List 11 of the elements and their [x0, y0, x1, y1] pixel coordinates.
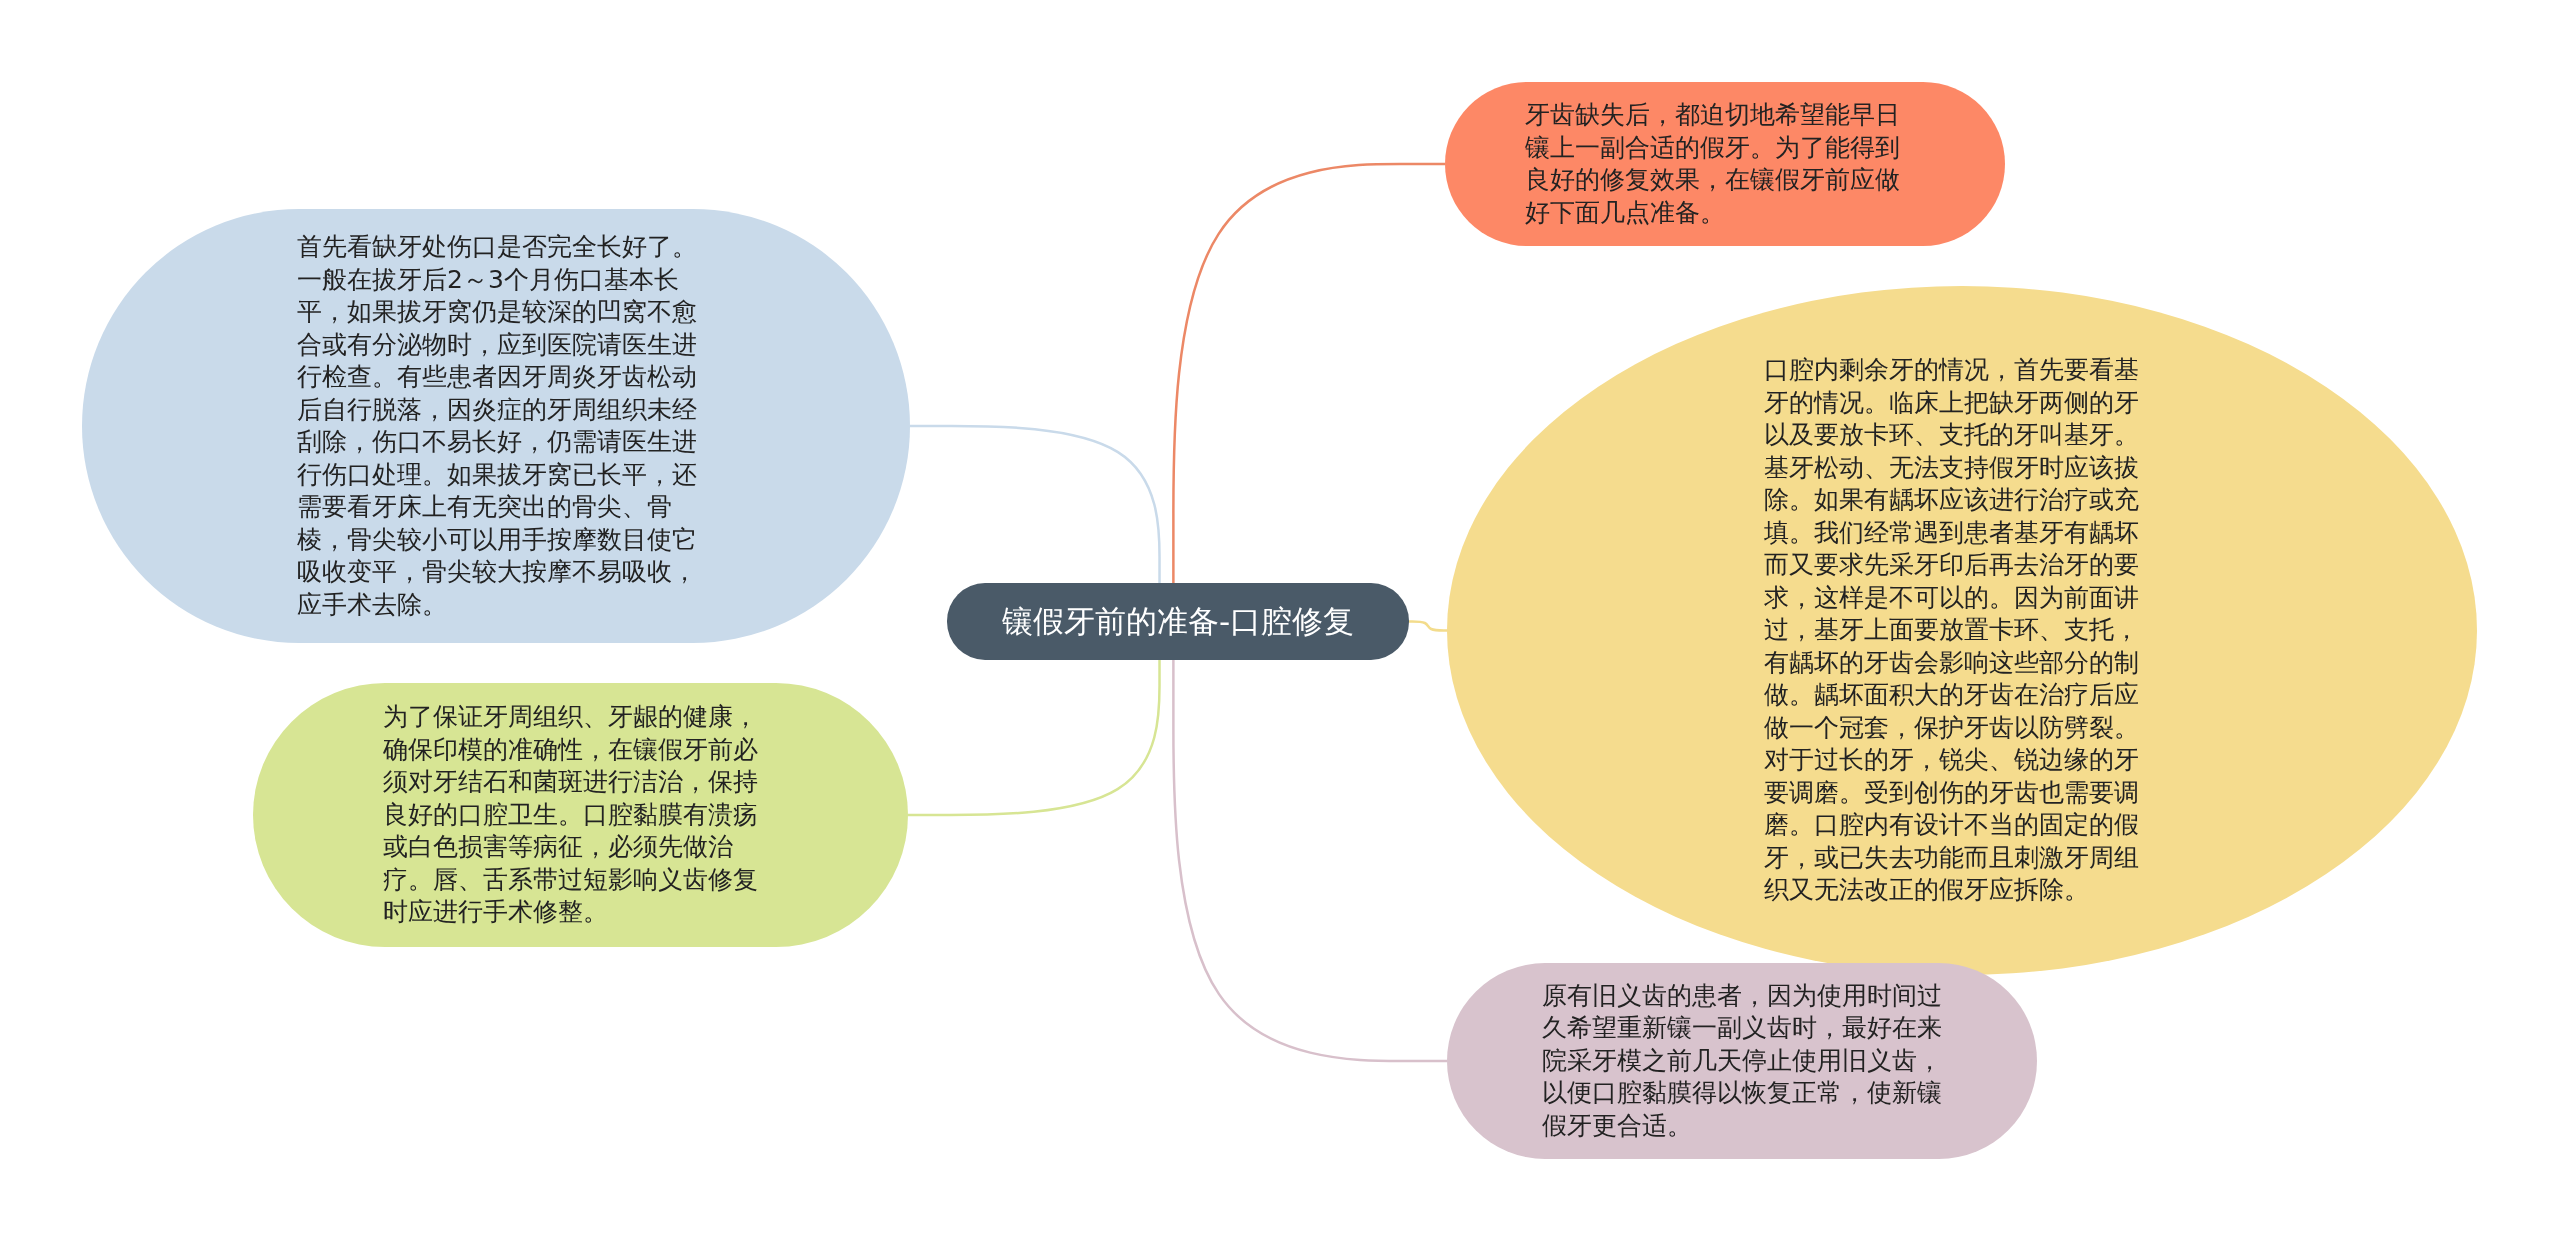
topic-text: 原有旧义齿的患者，因为使用时间过久希望重新镶一副义齿时，最好在来院采牙模之前几天停止使用旧义齿，以便口腔黏膜得以恢复正常，使新镶假牙更合适。 [1542, 979, 1942, 1142]
topic-text: 首先看缺牙处伤口是否完全长好了。一般在拔牙后2～3个月伤口基本长平，如果拔牙窝仍是较深的凹窝不愈合或有分泌物时，应到医院请医生进行检查。有些患者因牙周炎牙齿松动后自行脱落，因炎症的牙周组织未经刮除，伤口不易长好，仍需请医生进行伤口处理。如果拔牙窝已长平，还需要看牙床上有无突出的骨尖、骨棱，骨尖较小可以用手按摩数目使它吸收变平，骨尖较大按摩不易吸收，应手术去除。 [297, 231, 698, 621]
connector-curve [1409, 620, 1447, 632]
topic-title: 镶假牙前的准备-口腔修复 [1001, 605, 1355, 638]
topic-text: 为了保证牙周组织、牙龈的健康，确保印模的准确性，在镶假牙前必须对牙结石和菌斑进行洁治，保持良好的口腔卫生。口腔黏膜有溃疡或白色损害等病征，必须先做治疗。唇、舌系带过短影响义齿修复时应进行手术修整。 [383, 701, 759, 929]
connector-curve [1172, 660, 1447, 1063]
connector-curve [908, 660, 1161, 817]
connector-curve [1172, 162, 1445, 583]
topic-text: 口腔内剩余牙的情况，首先要看基牙的情况。临床上把缺牙两侧的牙以及要放卡环、支托的牙叫基牙。基牙松动、无法支持假牙时应该拔除。如果有龋坏应该进行治疗或充填。我们经常遇到患者基牙有龋坏而又要求先采牙印后再去治牙的要求，这样是不可以的。因为前面讲过，基牙上面要放置卡环、支托，有龋坏的牙齿会影响这些部分的制做。龋坏面积大的牙齿在治疗后应做一个冠套，保护牙齿以防劈裂。对于过长的牙，锐尖、锐边缘的牙要调磨。受到创伤的牙齿也需要调磨。口腔内有设计不当的固定的假牙，或已失去功能而且刺激牙周组织又无法改正的假牙应拆除。 [1764, 354, 2140, 907]
connector-curve [910, 424, 1161, 583]
topic-text: 牙齿缺失后，都迫切地希望能早日镶上一副合适的假牙。为了能得到良好的修复效果，在镶假牙前应做好下面几点准备。 [1525, 99, 1901, 229]
